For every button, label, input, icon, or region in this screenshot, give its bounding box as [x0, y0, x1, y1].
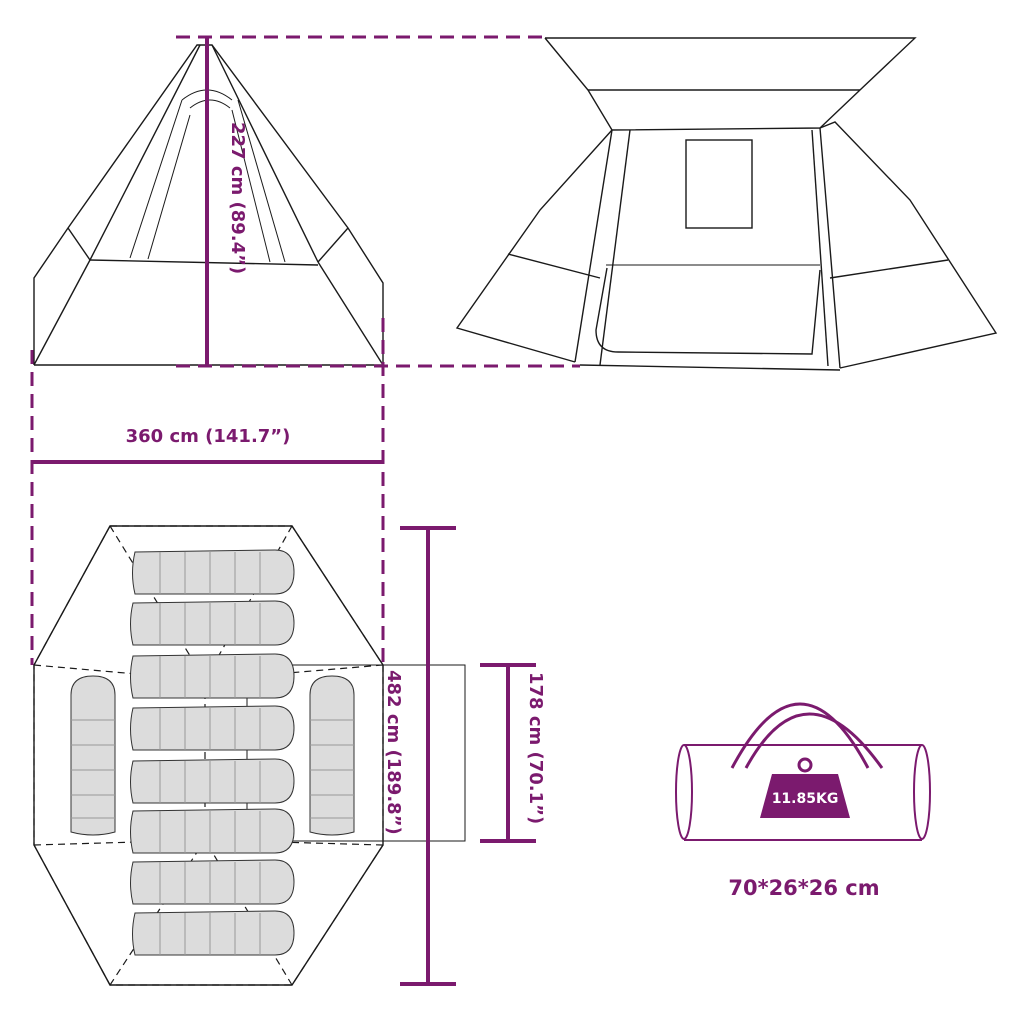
length-label: 482 cm (189.8”) [383, 670, 404, 835]
sleeping-bag [130, 653, 295, 699]
sleeping-bags-horizontal [130, 549, 295, 956]
weight-icon [760, 757, 850, 818]
sleeping-bag [130, 600, 295, 646]
sleeping-bag [132, 549, 295, 595]
sleeping-bag [130, 859, 295, 905]
tent-side-view [455, 37, 998, 371]
sleeping-bag [70, 675, 116, 836]
sleeping-bag [130, 808, 295, 854]
dimension-lines [30, 35, 580, 986]
tent-top-view [33, 525, 466, 986]
sleeping-bag [132, 910, 295, 956]
weight-label: 11.85KG [772, 791, 839, 807]
inner-length-label: 178 cm (70.1”) [525, 672, 546, 824]
sleeping-bag [130, 705, 295, 751]
width-label: 360 cm (141.7”) [126, 426, 291, 447]
height-label: 227 cm (89.4”) [227, 122, 248, 274]
sleeping-bag [130, 758, 295, 804]
package-size-label: 70*26*26 cm [728, 876, 879, 900]
sleeping-bag [309, 675, 355, 836]
carry-bag [675, 702, 931, 841]
